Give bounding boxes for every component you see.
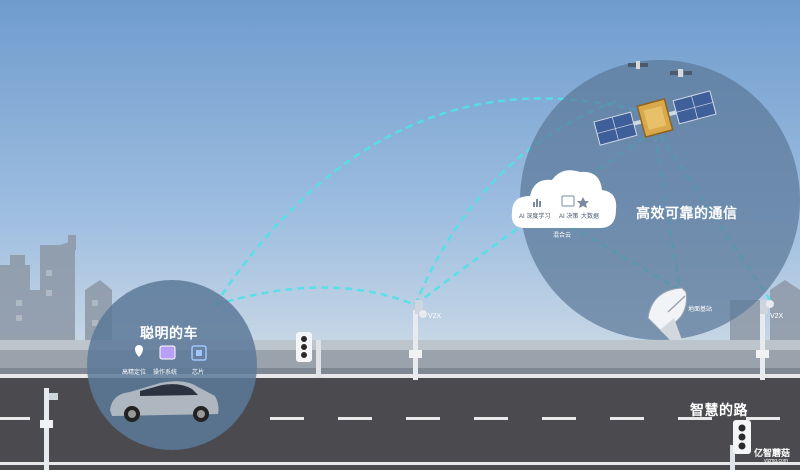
car-feature-icons (135, 345, 207, 361)
feature-label-os: 操作系统 (153, 370, 178, 376)
small-satellite-icon (628, 61, 692, 77)
roadside-unit (409, 300, 774, 380)
traffic-light (296, 332, 751, 470)
cloud-item-ai-decision: AI 决策 (559, 214, 579, 220)
cloud-item-icons (533, 195, 589, 208)
ground-station-label: 地面基站 (688, 307, 713, 313)
location-pin-icon (135, 345, 143, 357)
guard-wall (0, 340, 800, 350)
hybrid-cloud-icon (511, 170, 617, 228)
hybrid-cloud-label: 混合云 (553, 233, 572, 239)
city-skyline (0, 235, 800, 355)
feature-label-chip: 芯片 (192, 370, 205, 376)
feature-label-positioning: 高精定位 (122, 370, 147, 376)
cloud-item-big-data: 大数据 (581, 214, 600, 220)
car-icon (110, 381, 219, 422)
car-bubble (87, 280, 257, 450)
camera-pole (40, 388, 58, 470)
lane-markings (0, 417, 780, 420)
chip-icon (191, 345, 207, 361)
satellite-icon (593, 90, 717, 146)
v2x-label-center: V2X (428, 313, 442, 320)
communication-bubble (520, 60, 800, 340)
v2x-label-right: V2X (770, 313, 784, 320)
smart-car-title: 聪明的车 (140, 325, 198, 341)
satellite-dish-icon (647, 287, 687, 340)
os-screen-icon (159, 345, 176, 360)
cloud-item-deep-learning: AI 深度学习 (519, 214, 551, 220)
watermark-url: yizmg.com (764, 458, 788, 464)
smart-road-title: 智慧的路 (690, 402, 748, 418)
efficient-communication-title: 高效可靠的通信 (636, 205, 738, 221)
watermark-brand: 亿智蘑菇 (754, 448, 791, 458)
